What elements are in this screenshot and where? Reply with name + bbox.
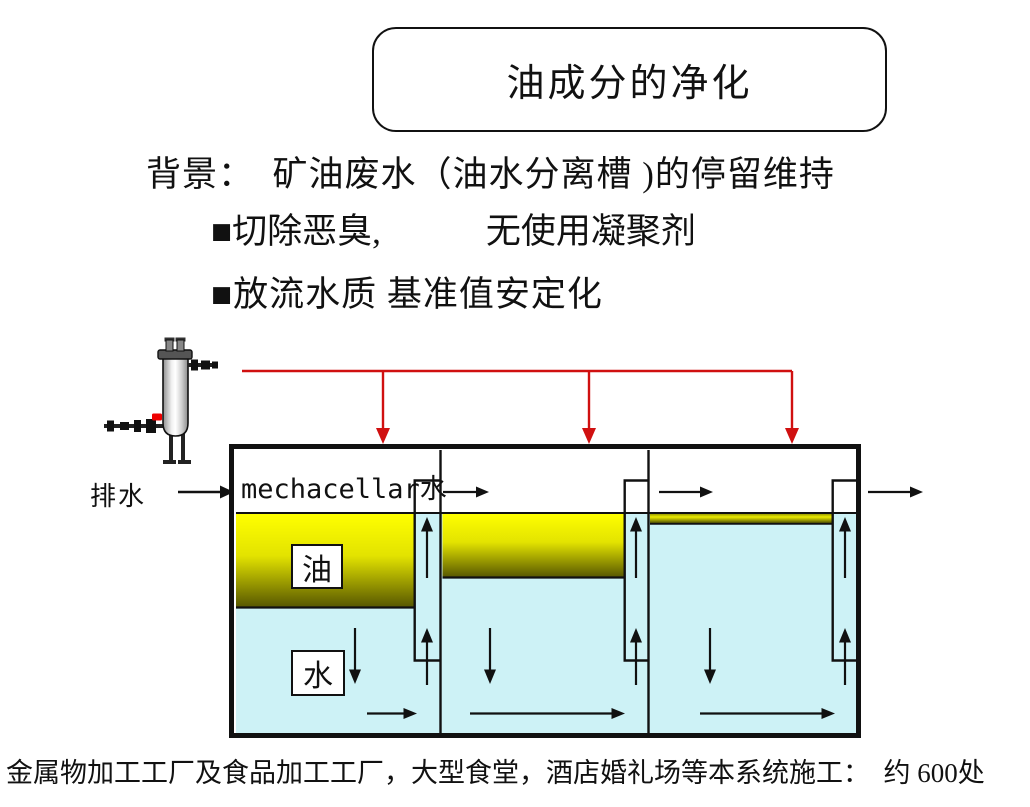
separator-baffles [413,450,856,733]
red-manifold [242,369,794,430]
flow-arrowheads [349,486,923,719]
water-box: 水 [291,650,345,696]
filter-unit-icon [104,337,218,464]
red-manifold-arrowheads [376,428,799,444]
background-line-1: 背景： 矿油废水（油水分离槽 )的停留维持 [146,155,835,194]
inlet-arrow [178,485,234,499]
tank-border [229,444,861,738]
layer-lines [236,512,856,609]
caption-text: 金属物加工工厂及食品加工工厂，大型食堂，酒店婚礼场等本系统施工： 约 600处 [6,758,985,788]
background-line-2: ■切除恶臭, 无使用凝聚剂 [211,212,696,251]
oil-layer-2 [442,513,624,578]
oil-layer-3 [650,513,832,524]
water-label: 水 [303,660,333,693]
page-title: 油成分的净化 [506,63,753,105]
background-line-3: ■放流水质 基准值安定化 [211,275,603,314]
title-box: 油成分的净化 [372,27,887,132]
oil-box: 油 [291,544,343,589]
valve-handle-icon [152,413,162,421]
inlet-label: 排水 [90,482,147,511]
flow-arrows [353,490,911,715]
oil-label: 油 [302,553,332,587]
separation-tank-diagram [104,337,923,738]
tank-top-label: mechacellar水 [241,474,447,505]
